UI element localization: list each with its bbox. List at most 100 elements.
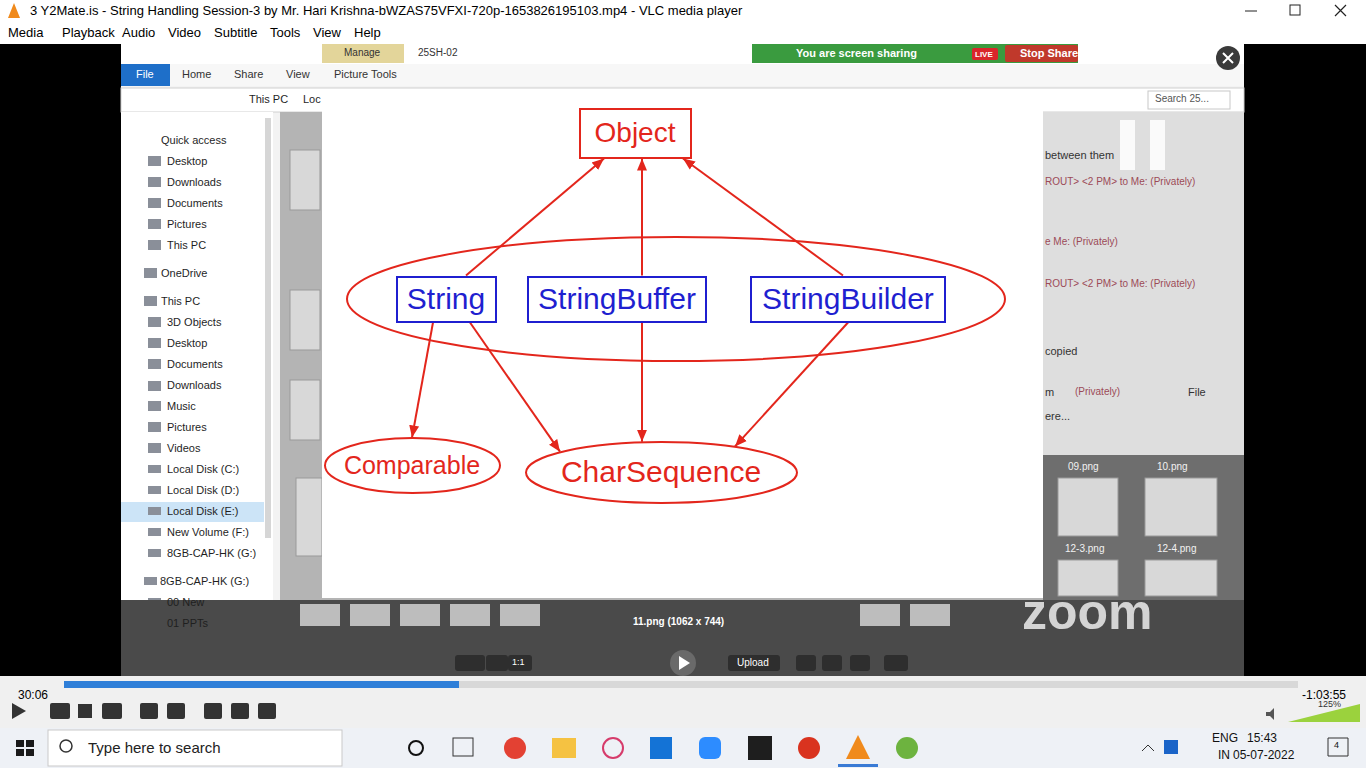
inheritance-arrow: [683, 159, 843, 276]
nav-item: 3D Objects: [167, 316, 221, 329]
ribbon-tab: Home: [182, 68, 211, 81]
nav-item: OneDrive: [161, 267, 207, 280]
explorer-titlebar: [121, 44, 1244, 64]
player-controls: [0, 676, 1366, 728]
chat-button: File: [1188, 386, 1206, 399]
menu-item: Media: [8, 26, 43, 41]
notification-count: 4: [1334, 740, 1339, 750]
notification-icon: [1328, 738, 1348, 756]
explorer-window: [121, 44, 1244, 676]
nav-item: Pictures: [167, 218, 207, 231]
search-icon: [60, 740, 72, 752]
node-label: StringBuffer: [538, 282, 696, 317]
inheritance-arrow: [412, 323, 433, 438]
ribbon: [121, 64, 1244, 86]
chat-panel: [1043, 112, 1244, 455]
node-label: String: [407, 282, 486, 317]
nav-item: 00 New: [167, 596, 204, 609]
thumbnail-panel: [1043, 455, 1244, 600]
selected-row: [121, 502, 264, 522]
file-name: 12-4.png: [1157, 543, 1196, 555]
elapsed-time: 30:06: [18, 689, 48, 703]
control-icons: [50, 703, 276, 719]
interface-ellipse: Comparable: [324, 437, 501, 494]
nav-item: Desktop: [167, 155, 207, 168]
class-box: Object: [579, 108, 692, 159]
node-label: Object: [595, 117, 676, 149]
play-icon: [679, 656, 690, 670]
node-label: StringBuilder: [762, 282, 934, 317]
class-box: StringBuilder: [750, 276, 946, 323]
minimize-icon: [1245, 11, 1257, 12]
nav-item: Music: [167, 400, 196, 413]
clock-time: 15:43: [1247, 732, 1277, 746]
share-notice: You are screen sharing: [796, 47, 917, 60]
taskbar-apps: [453, 735, 918, 767]
class-box: String: [396, 276, 497, 323]
chat-text: ROUT> <2 PM> to Me: (Privately): [1045, 278, 1195, 290]
nav-item: This PC: [167, 239, 206, 252]
inheritance-arrow: [470, 323, 560, 452]
menu-item: Video: [168, 26, 201, 41]
inheritance-arrow: [735, 323, 848, 447]
nav-item: Local Disk (D:): [167, 484, 239, 497]
nav-item: This PC: [161, 295, 200, 308]
restore-icon: [1290, 5, 1300, 15]
search-placeholder: Search 25...: [1155, 93, 1209, 105]
ribbon-tab: View: [286, 68, 310, 81]
menu-bar: [0, 22, 1366, 44]
chat-text: (Privately): [1075, 386, 1120, 398]
taskbar: [0, 728, 1366, 768]
close-cross: [1223, 53, 1233, 63]
class-box: StringBuffer: [527, 276, 707, 323]
menu-item: Tools: [270, 26, 300, 41]
nav-item: 8GB-CAP-HK (G:): [160, 575, 249, 588]
file-name: 12-3.png: [1065, 543, 1104, 555]
volume-level: 125%: [1318, 699, 1341, 709]
menu-item: Audio: [122, 26, 155, 41]
search-box: [48, 730, 342, 766]
stop-share-button: [1005, 45, 1078, 62]
nav-item: 8GB-CAP-HK (G:): [167, 547, 256, 560]
file-name: 10.png: [1157, 461, 1188, 473]
windows-logo: [16, 740, 34, 756]
pause-bar: [1150, 120, 1165, 170]
cortana-icon: [409, 741, 423, 755]
seek-track: [64, 681, 1298, 688]
window-title: 3 Y2Mate.is - String Handling Session-3 …: [30, 4, 742, 19]
search-placeholder: Type here to search: [88, 739, 221, 756]
address-part: Loc: [303, 93, 321, 106]
zoom-in-button: [455, 655, 485, 671]
file-name: 09.png: [1068, 461, 1099, 473]
stop-share: Stop Share: [1020, 47, 1078, 60]
live-badge: [972, 48, 998, 60]
chat-text: ROUT> <2 PM> to Me: (Privately): [1045, 176, 1195, 188]
chat-text: between them: [1045, 149, 1114, 162]
filmstrip: [300, 604, 950, 626]
language: IN: [1218, 749, 1230, 763]
speaker-icon: [1266, 708, 1274, 720]
nav-item: Documents: [167, 197, 223, 210]
inheritance-arrow: [641, 159, 643, 276]
upload-button: [728, 655, 780, 671]
close-button: [1216, 46, 1240, 70]
pause-bar: [1120, 120, 1135, 170]
inheritance-arrow: [641, 323, 643, 442]
zoom-out-button: [486, 655, 508, 671]
ellipse-shape: [526, 442, 797, 503]
tray-chevron: [1142, 745, 1154, 751]
scrollbar: [265, 118, 271, 538]
search-field: [1148, 91, 1230, 109]
menu-item: Help: [354, 26, 381, 41]
close-icon: [1335, 5, 1346, 16]
viewer-button: Upload: [737, 657, 769, 669]
chat-text: m: [1045, 386, 1054, 399]
ribbon-tab: File: [136, 68, 154, 81]
node-label: Comparable: [344, 451, 481, 480]
live-badge: LIVE: [975, 50, 993, 59]
image-info: 11.png (1062 x 744): [633, 616, 724, 628]
navigation-pane: [121, 112, 273, 652]
slideshow-button: [670, 650, 696, 676]
